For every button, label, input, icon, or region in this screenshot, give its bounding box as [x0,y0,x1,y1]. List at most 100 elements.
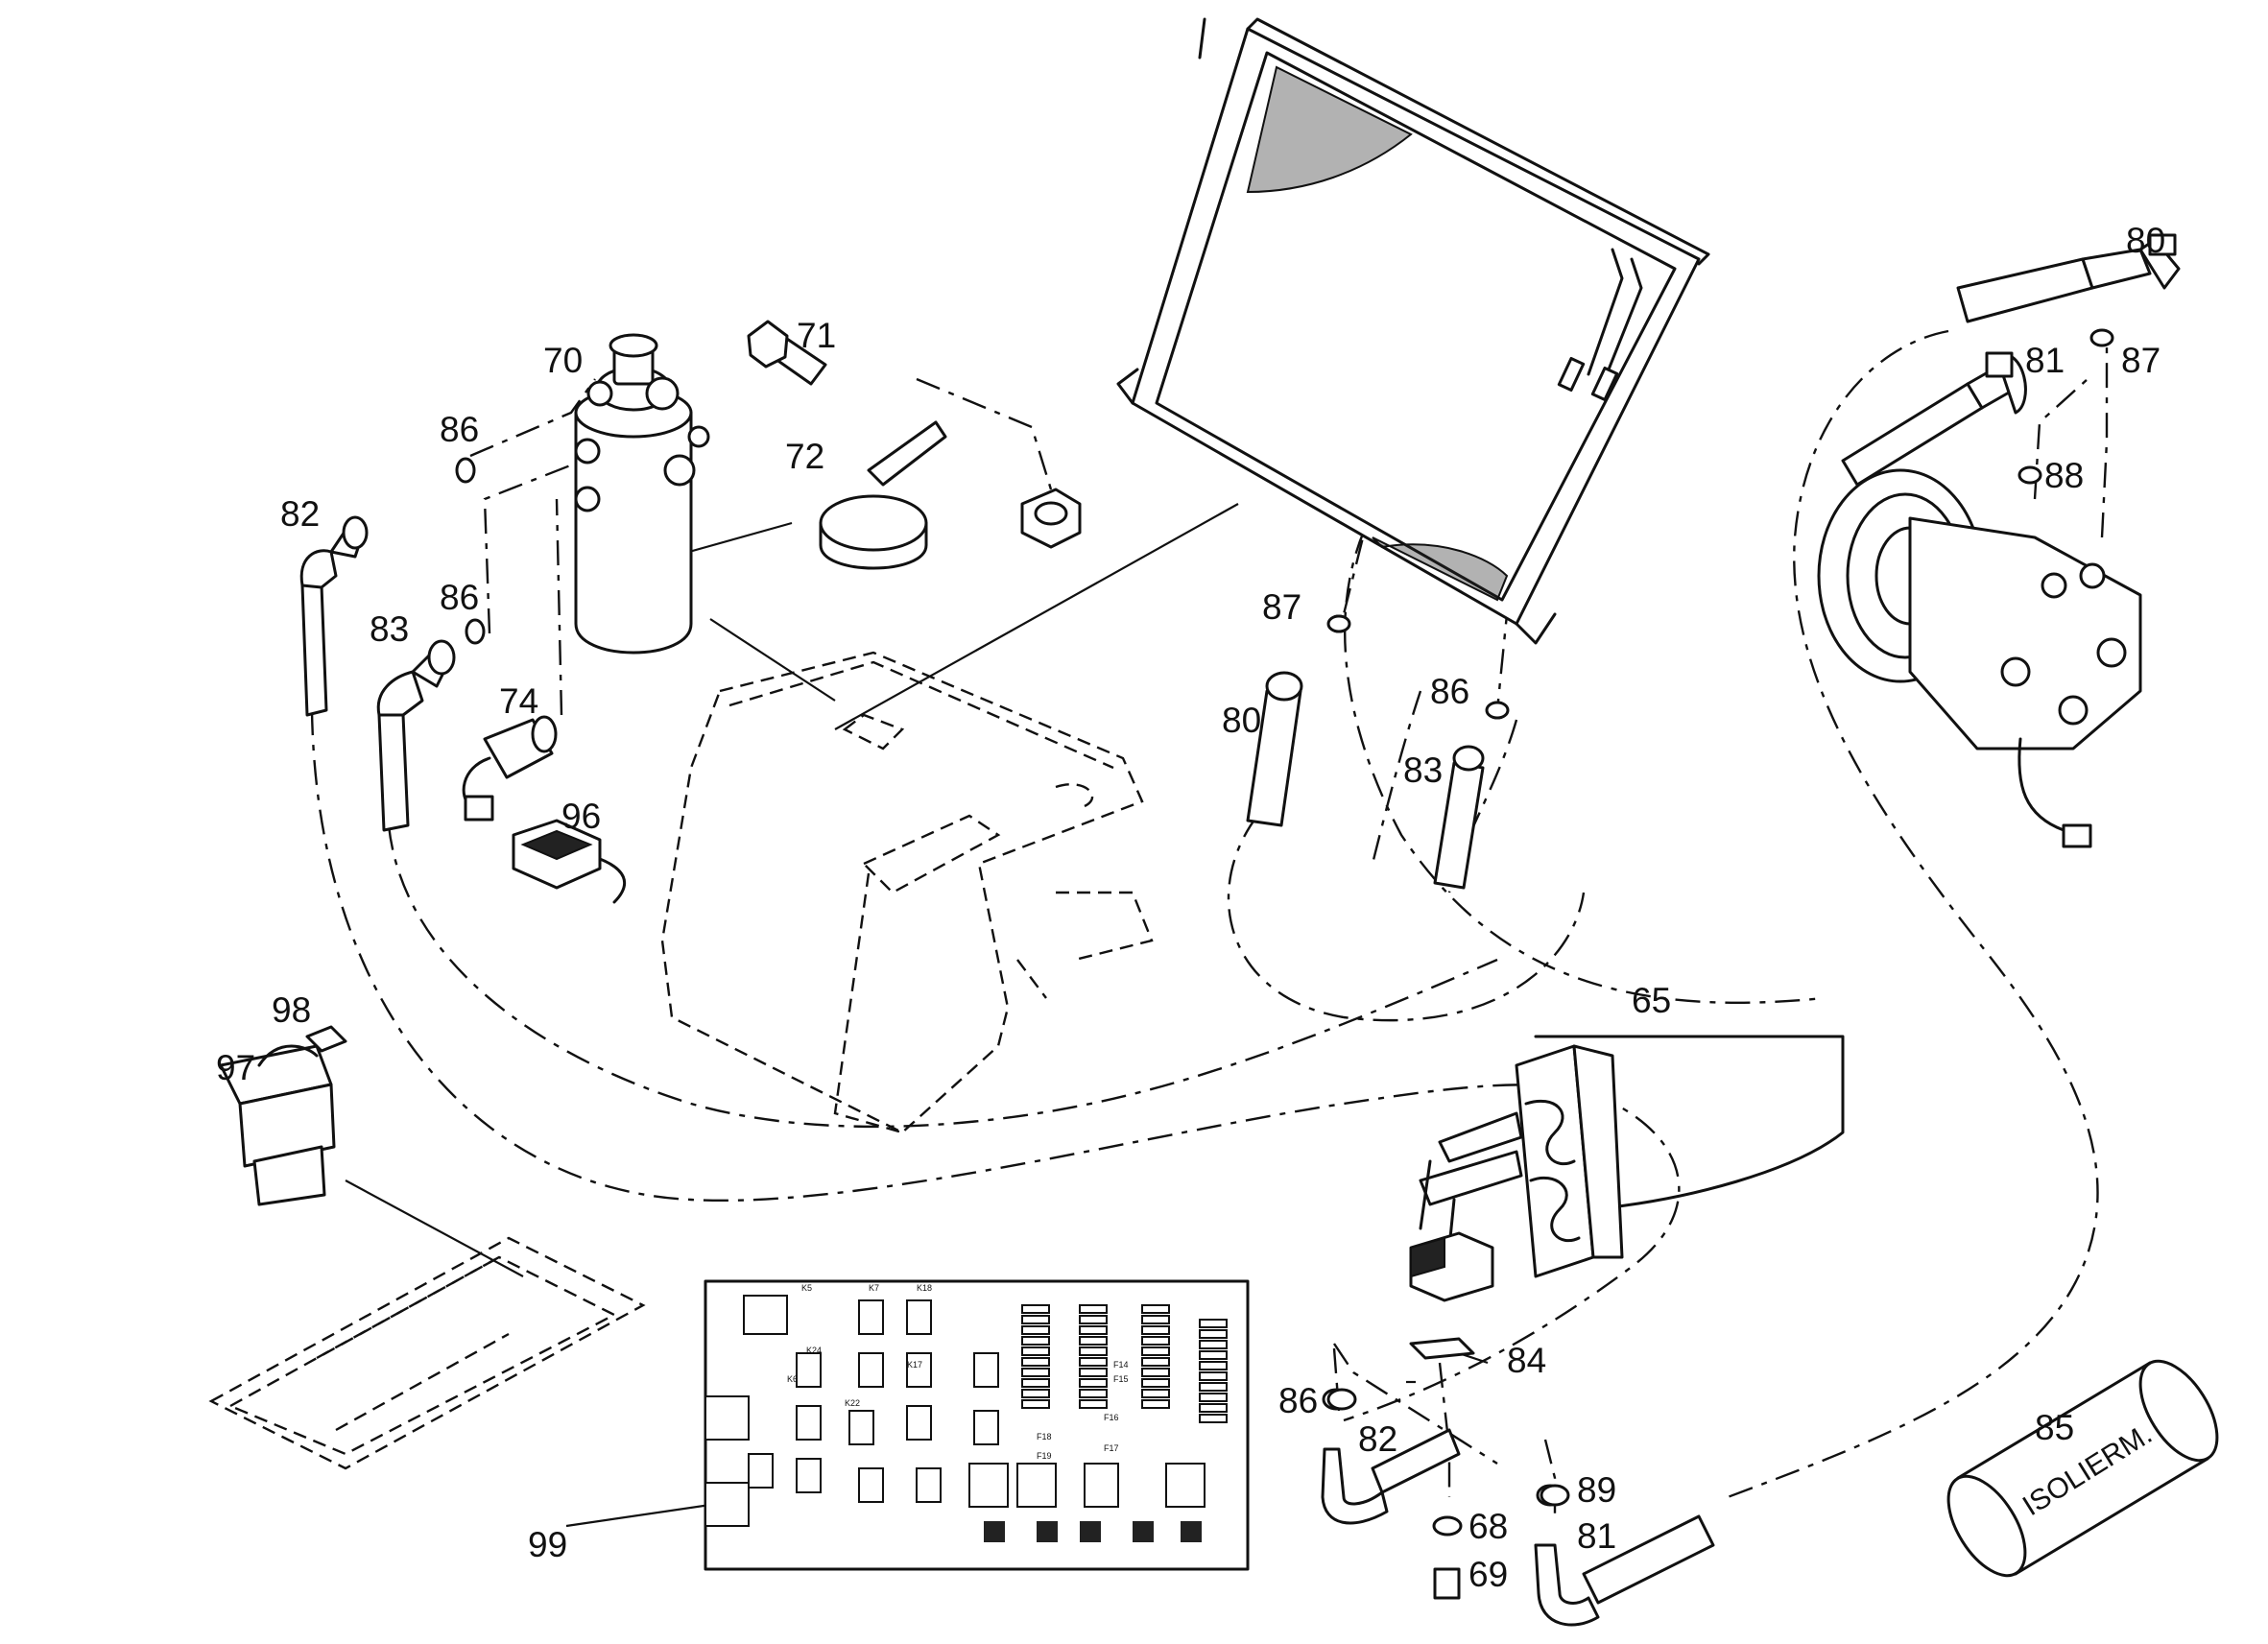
callout-85: 85 [2035,1408,2074,1447]
board-component [1079,1346,1108,1356]
board-component [1199,1414,1228,1423]
board-component [1199,1382,1228,1392]
condenser [1116,17,1710,645]
board-component [1021,1378,1050,1388]
callout-labels: 70 71 72 86 82 86 83 74 96 87 80 86 83 8… [216,221,2165,1594]
hose-80-center [1246,614,1350,827]
board-component [1021,1315,1050,1324]
board-component [1141,1304,1170,1314]
mounting-clamp [819,420,947,570]
callout-72: 72 [785,437,824,476]
callout-84: 84 [1507,1341,1546,1380]
callout-68: 68 [1468,1507,1508,1546]
fuse-label: F16 [1104,1413,1119,1422]
callout-70: 70 [543,341,583,380]
callout-89: 89 [1577,1470,1616,1510]
callout-80: 80 [2126,221,2165,260]
board-component [1141,1368,1170,1377]
board-component [704,1395,750,1441]
board-component [1199,1340,1228,1349]
board-component [1084,1463,1119,1508]
board-component [1141,1399,1170,1409]
board-component [1021,1357,1050,1367]
board-component [1165,1463,1206,1508]
board-relay-labels: K5 K7 K18 K24 K22 K6 K17 F14 F15 F16 F17… [787,1283,1129,1461]
nut [1020,488,1082,549]
callout-97: 97 [216,1048,255,1087]
cab-frame-outline [660,651,1154,1134]
board-component [1141,1315,1170,1324]
callout-82: 82 [1358,1419,1397,1459]
board-pad [1080,1521,1101,1542]
connector-plug [512,819,627,904]
o-ring [455,457,476,484]
board-components [704,1295,1228,1542]
board-component [858,1467,884,1503]
board-component [916,1467,942,1503]
board-component [1079,1368,1108,1377]
board-component [1199,1403,1228,1413]
switch-cover [305,1025,347,1053]
fuse-label: F18 [1037,1432,1052,1441]
board-component [1021,1368,1050,1377]
callout-86: 86 [440,578,479,617]
board-component [1141,1325,1170,1335]
relay-label: K7 [869,1283,879,1293]
board-component [906,1299,932,1335]
board-component [1079,1399,1108,1409]
board-component [1199,1371,1228,1381]
board-pad [1037,1521,1058,1542]
callout-81: 81 [1577,1516,1616,1556]
board-component [1141,1378,1170,1388]
callout-71: 71 [797,316,836,355]
fuse-label: F17 [1104,1443,1119,1453]
relay-label: K24 [806,1346,822,1355]
insulating-tube: ISOLIERM. [1946,1359,2219,1578]
board-component [973,1352,999,1388]
board-component [973,1410,999,1445]
relay-circuit-board: K5 K7 K18 K24 K22 K6 K17 F14 F15 F16 F17… [704,1279,1250,1571]
hose-82-left [299,515,369,717]
board-component [906,1352,932,1388]
board-component [1079,1357,1108,1367]
relay-label: K5 [801,1283,812,1293]
board-component [858,1352,884,1388]
board-component [1141,1357,1170,1367]
board-component [1199,1329,1228,1339]
board-component [1079,1315,1108,1324]
callout-74: 74 [499,681,538,721]
board-component [1021,1399,1050,1409]
board-component [796,1405,822,1441]
board-component [848,1410,874,1445]
rocker-switch [219,1044,336,1206]
board-component [1021,1346,1050,1356]
callout-82: 82 [280,494,320,534]
callout-96: 96 [561,797,601,836]
relay-label: K6 [787,1374,798,1384]
board-component [743,1295,788,1335]
fuse-label: F15 [1113,1374,1129,1384]
board-component [1079,1304,1108,1314]
switch-panel-outline [208,1236,646,1470]
board-component [1199,1393,1228,1402]
board-pad [984,1521,1005,1542]
board-pad [1181,1521,1202,1542]
ac-compressor [1817,468,2142,848]
board-component [796,1458,822,1493]
board-pad [1133,1521,1154,1542]
board-component [1021,1325,1050,1335]
callout-87: 87 [1262,587,1301,627]
o-rings [1326,328,2114,1507]
board-component [796,1352,822,1388]
callout-81: 81 [2025,341,2065,380]
bolt [747,320,827,386]
hose-83-left [376,639,456,832]
board-component [858,1299,884,1335]
relay-label: K22 [845,1398,860,1408]
fuse-label: F19 [1037,1451,1052,1461]
board-component [1141,1346,1170,1356]
board-component [1141,1336,1170,1346]
board-component [1021,1389,1050,1398]
callout-80: 80 [1222,701,1261,740]
